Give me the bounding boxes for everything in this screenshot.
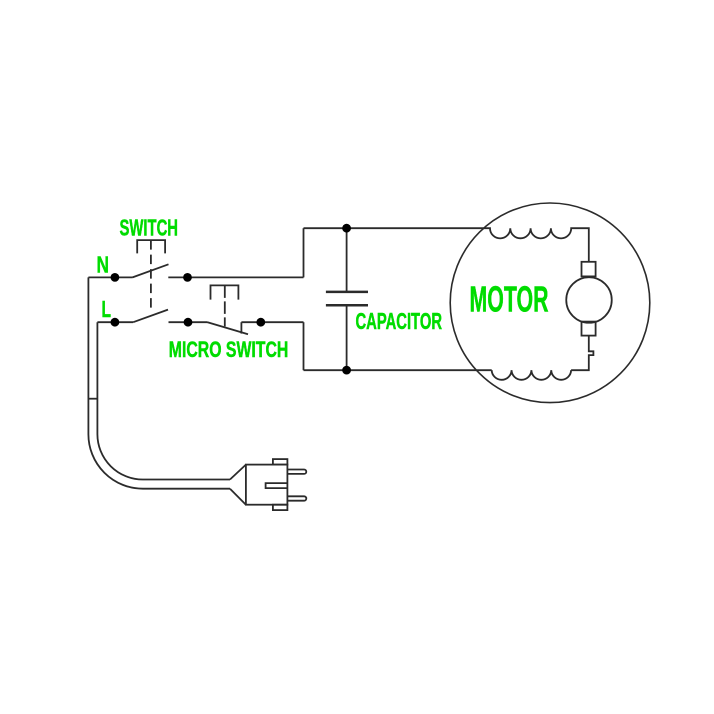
svg-text:L: L [102, 296, 112, 322]
svg-text:CAPACITOR: CAPACITOR [356, 308, 443, 334]
svg-text:MICRO SWITCH: MICRO SWITCH [169, 337, 289, 362]
svg-text:MOTOR: MOTOR [470, 279, 549, 320]
svg-text:N: N [97, 252, 110, 278]
svg-text:SWITCH: SWITCH [120, 214, 179, 240]
